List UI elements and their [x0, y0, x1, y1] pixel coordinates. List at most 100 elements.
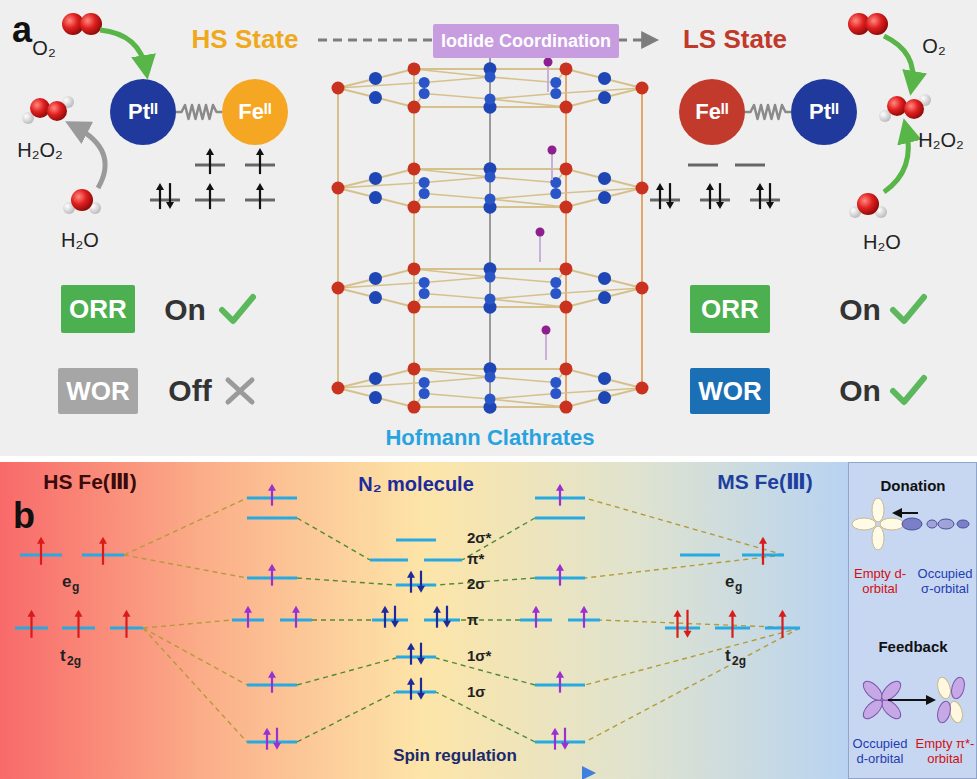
- orbital-set-label: e: [62, 572, 71, 592]
- pt-site: [485, 172, 496, 183]
- fe-site: [408, 201, 421, 214]
- iodide-atom: [548, 146, 557, 155]
- spin-arrowhead: [779, 610, 787, 617]
- energy-level: [535, 517, 585, 520]
- pt-site: [419, 188, 430, 199]
- spin-arrowhead: [756, 183, 764, 190]
- correlation-line: [143, 628, 247, 685]
- spin-arrow: [759, 188, 761, 209]
- spin-arrow: [410, 648, 412, 665]
- spin-arrow: [266, 733, 268, 750]
- status-label: On: [839, 293, 881, 328]
- lattice-bond: [424, 394, 490, 400]
- node-label: WOR: [66, 376, 130, 407]
- pt-site: [419, 288, 430, 299]
- lattice-pillar: [565, 69, 567, 169]
- lattice-bond: [414, 369, 490, 377]
- spin-arrowhead: [556, 484, 564, 491]
- lattice-bond: [490, 299, 566, 307]
- orbital-panel-ground: [849, 463, 977, 779]
- fe-site: [560, 162, 573, 175]
- correlation-line: [585, 628, 800, 685]
- status-label: Off: [168, 374, 211, 409]
- pt-site: [485, 394, 496, 405]
- orbital-subscript: g: [72, 581, 79, 595]
- h2o-molecule: [849, 193, 887, 218]
- spin-arrow: [659, 188, 661, 209]
- fe-ion-circle: Feᴵᴵ: [222, 79, 288, 145]
- status-label: On: [839, 374, 881, 409]
- oxygen-atom: [80, 13, 102, 35]
- pt-site: [419, 88, 430, 99]
- status-label: On: [164, 293, 206, 328]
- spin-arrow: [769, 183, 771, 204]
- energy-level: [396, 656, 436, 659]
- lattice-bond: [490, 94, 556, 100]
- orbital-lobe: [957, 520, 969, 528]
- fe-site: [408, 362, 421, 375]
- pt-site: [485, 194, 496, 205]
- lattice-bond: [338, 288, 414, 307]
- fe-site: [636, 182, 649, 195]
- lattice-bond: [490, 194, 556, 200]
- lattice-bond: [338, 183, 424, 189]
- fe-site: [408, 162, 421, 175]
- spin-arrowhead: [123, 610, 131, 617]
- pt-site: [485, 94, 496, 105]
- spin-arrowhead: [532, 606, 540, 613]
- spin-arrow: [554, 733, 556, 750]
- lattice-pillar: [337, 188, 339, 288]
- spin-arrow: [271, 489, 273, 506]
- spin-arrowhead: [206, 183, 214, 190]
- pt-site: [419, 388, 430, 399]
- orbital-caption: Donation: [881, 477, 946, 494]
- axis-label: Spin regulation: [393, 746, 517, 766]
- spin-arrow: [247, 611, 249, 628]
- spin-arrowhead: [381, 606, 389, 613]
- structure-name: Hofmann Clathrates: [385, 425, 594, 450]
- orbital-lobe: [860, 696, 885, 721]
- lattice-bond: [414, 269, 490, 277]
- spin-arrow: [410, 576, 412, 593]
- lattice-pillar: [641, 288, 643, 388]
- spin-arrow: [446, 606, 448, 623]
- spin-arrowhead: [263, 728, 271, 735]
- spin-arrowhead: [256, 183, 264, 190]
- spin-arrow: [77, 615, 79, 638]
- orbital-lobe: [935, 700, 952, 724]
- fe-site: [560, 401, 573, 414]
- molecule-label: H₂O₂: [17, 139, 63, 162]
- spin-arrow: [719, 183, 721, 204]
- fe-site: [560, 262, 573, 275]
- fe-ion-circle: Feᴵᴵ: [679, 79, 745, 145]
- lattice-bond: [490, 394, 556, 400]
- mo-label: π: [467, 611, 478, 628]
- spin-arrow: [669, 183, 671, 204]
- energy-level: [247, 741, 297, 744]
- fe-site: [636, 382, 649, 395]
- correlation-line: [124, 498, 247, 555]
- pt-site: [550, 377, 561, 388]
- spin-arrowhead: [244, 606, 252, 613]
- spin-arrowhead: [666, 202, 674, 209]
- orbital-lobe: [852, 518, 876, 530]
- lattice-bond: [490, 399, 566, 407]
- spin-arrowhead: [156, 183, 164, 190]
- panel-letter: a: [12, 9, 32, 50]
- spin-regulation-arrow: [392, 771, 584, 776]
- fe-site: [560, 201, 573, 214]
- correlation-line: [297, 658, 396, 685]
- correlation-line: [297, 518, 370, 560]
- pt-site: [419, 177, 430, 188]
- lattice-bond: [338, 88, 414, 107]
- correlation-line: [585, 628, 800, 742]
- spin-arrowhead: [759, 537, 767, 544]
- lattice-bond: [490, 199, 566, 207]
- orbital-lobe: [902, 518, 922, 530]
- energy-level: [396, 691, 436, 694]
- energy-level: [688, 164, 718, 167]
- molecule-label: H₂O₂: [918, 129, 964, 152]
- spin-arrow: [559, 569, 561, 586]
- energy-level: [150, 199, 180, 202]
